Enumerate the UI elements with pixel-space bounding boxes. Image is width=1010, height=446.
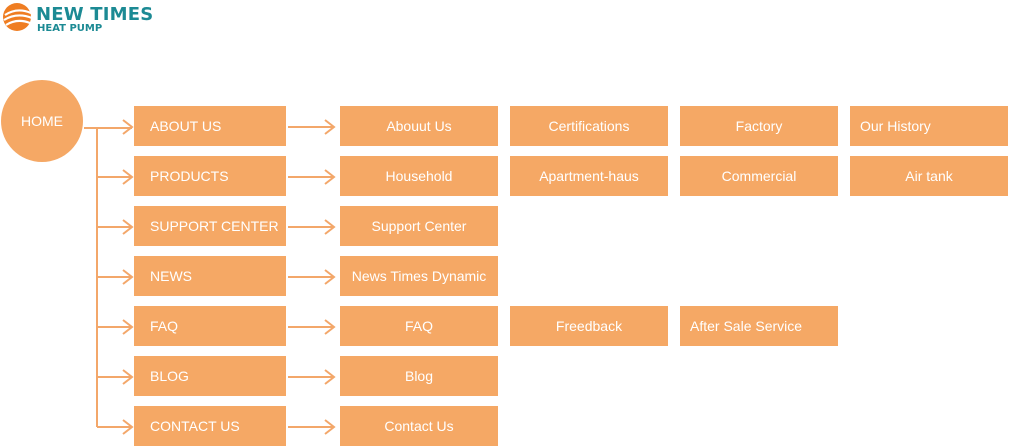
- category-products[interactable]: PRODUCTS: [134, 156, 286, 196]
- sub-arrow-icon: [324, 169, 336, 185]
- item-abouut-us[interactable]: Abouut Us: [340, 106, 498, 146]
- item-news-times-dynamic[interactable]: News Times Dynamic: [340, 256, 498, 296]
- item-freedback[interactable]: Freedback: [510, 306, 668, 346]
- item-faq[interactable]: FAQ: [340, 306, 498, 346]
- item-apartment-haus[interactable]: Apartment-haus: [510, 156, 668, 196]
- item-support-center[interactable]: Support Center: [340, 206, 498, 246]
- home-node[interactable]: HOME: [1, 80, 83, 162]
- branch-arrow-icon: [122, 319, 134, 335]
- item-contact-us[interactable]: Contact Us: [340, 406, 498, 446]
- sub-arrow-icon: [324, 269, 336, 285]
- branch-arrow-icon: [122, 169, 134, 185]
- category-news[interactable]: NEWS: [134, 256, 286, 296]
- sub-arrow-icon: [324, 319, 336, 335]
- item-household[interactable]: Household: [340, 156, 498, 196]
- item-factory[interactable]: Factory: [680, 106, 838, 146]
- item-after-sale-service[interactable]: After Sale Service: [680, 306, 838, 346]
- item-air-tank[interactable]: Air tank: [850, 156, 1008, 196]
- sub-arrow-icon: [324, 219, 336, 235]
- logo-mark-icon: [3, 3, 33, 31]
- logo-subtitle: HEAT PUMP: [37, 23, 103, 34]
- sub-arrow-icon: [324, 419, 336, 435]
- item-blog[interactable]: Blog: [340, 356, 498, 396]
- item-our-history[interactable]: Our History: [850, 106, 1008, 146]
- logo-title: NEW TIMES: [36, 4, 154, 25]
- category-contact-us[interactable]: CONTACT US: [134, 406, 286, 446]
- branch-arrow-icon: [122, 369, 134, 385]
- category-blog[interactable]: BLOG: [134, 356, 286, 396]
- branch-arrow-icon: [122, 419, 134, 435]
- category-support-center[interactable]: SUPPORT CENTER: [134, 206, 286, 246]
- sub-arrow-icon: [324, 369, 336, 385]
- sub-arrow-icon: [324, 119, 336, 135]
- category-faq[interactable]: FAQ: [134, 306, 286, 346]
- item-certifications[interactable]: Certifications: [510, 106, 668, 146]
- category-about-us[interactable]: ABOUT US: [134, 106, 286, 146]
- branch-arrow-icon: [122, 269, 134, 285]
- item-commercial[interactable]: Commercial: [680, 156, 838, 196]
- branch-arrow-icon: [122, 219, 134, 235]
- branch-arrow-icon: [122, 119, 134, 135]
- logo[interactable]: NEW TIMES HEAT PUMP: [2, 2, 154, 36]
